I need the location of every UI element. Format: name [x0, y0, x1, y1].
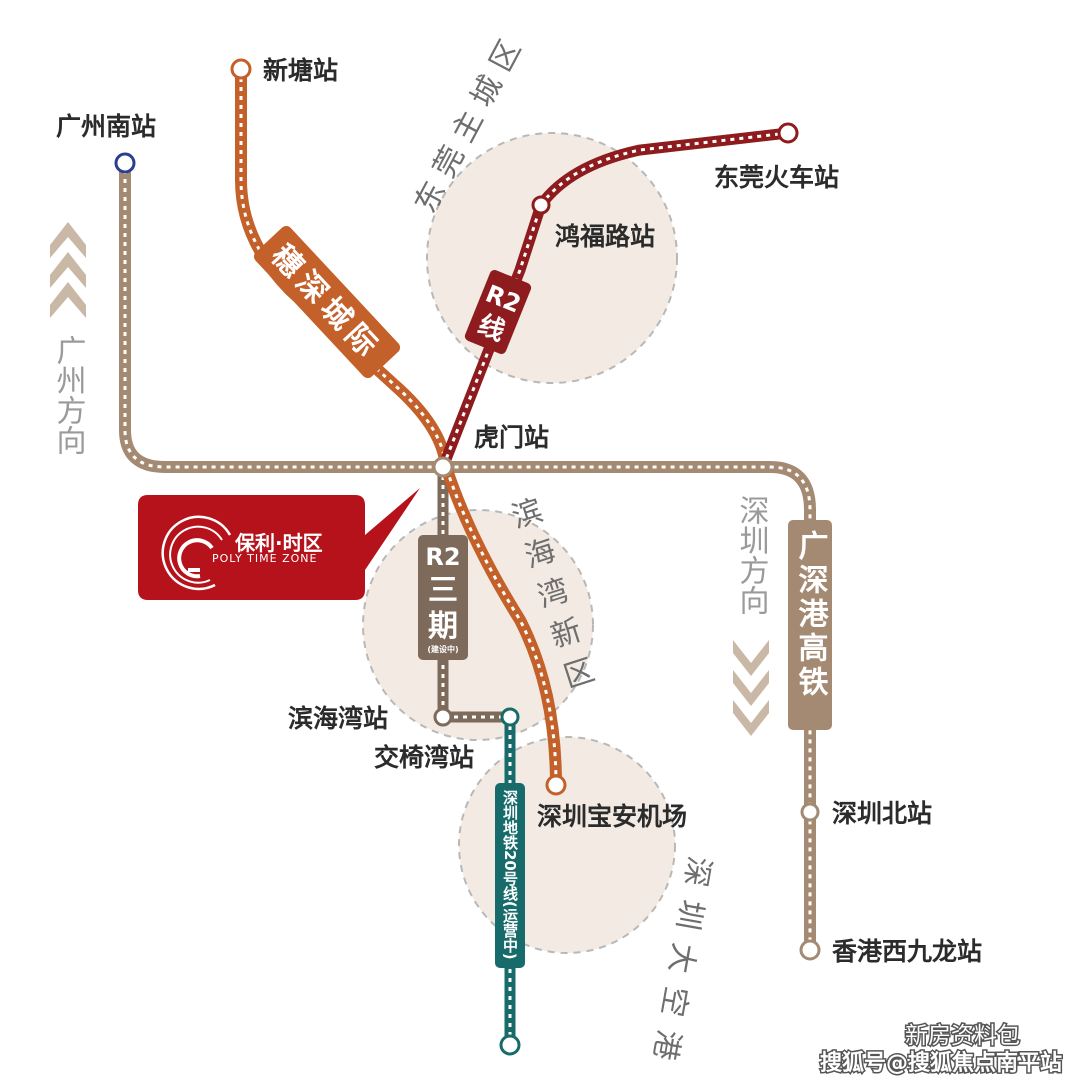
label-shenzhen-north: 深圳北站 [832, 799, 932, 828]
label-line20: 深圳地铁20号线(运营中) [495, 783, 525, 968]
line-gaotie [119, 170, 816, 950]
svg-text:(建设中): (建设中) [427, 644, 458, 654]
chevrons-up-icon [50, 222, 86, 318]
station-shenzhen-north[interactable] [800, 802, 820, 822]
station-guangzhou-south[interactable] [114, 152, 136, 174]
svg-text:深圳地铁20号线(运营中): 深圳地铁20号线(运营中) [501, 789, 519, 959]
label-dongguan: 东莞火车站 [714, 163, 839, 192]
label-r2-line: R2 线 [464, 270, 532, 354]
station-hongfu[interactable] [531, 195, 551, 215]
station-jiaoyiwan[interactable] [500, 707, 520, 727]
chevrons-down-icon [733, 640, 769, 736]
area-shenzhen-airport [458, 736, 676, 954]
svg-text:期: 期 [428, 609, 458, 644]
station-hk-west-kowloon[interactable] [799, 939, 821, 961]
svg-text:穗深城际: 穗深城际 [264, 238, 388, 367]
station-binhaiwan[interactable] [433, 707, 453, 727]
label-hk-west-kowloon: 香港西九龙站 [832, 937, 982, 966]
svg-text:R2: R2 [425, 543, 460, 571]
label-jiaoyiwan: 交椅湾站 [374, 743, 474, 772]
label-airport: 深圳宝安机场 [537, 802, 687, 831]
brand-logo-icon [161, 515, 232, 591]
station-dongguan[interactable] [777, 122, 799, 144]
label-r2-phase3: R2 三 期 (建设中) [418, 535, 468, 660]
brand-callout: 保利·时区 POLY TIME ZONE [138, 488, 420, 600]
label-hongfu: 鸿福路站 [555, 222, 655, 251]
direction-shenzhen: 深圳方向 [734, 495, 769, 615]
station-line20-end[interactable] [499, 1034, 521, 1056]
svg-text:三: 三 [428, 573, 458, 608]
label-humen: 虎门站 [474, 423, 549, 452]
label-intercity: 穗深城际 [253, 225, 401, 379]
direction-guangzhou: 广州方向 [51, 335, 87, 455]
station-xintang[interactable] [230, 58, 252, 80]
label-guangzhou-south: 广州南站 [56, 112, 156, 141]
brand-name-en: POLY TIME ZONE [212, 552, 317, 565]
watermark-line2: 搜狐号@搜狐焦点南平站 [820, 1050, 1062, 1076]
watermark-line1: 新房资料包 [905, 1023, 1020, 1049]
station-humen[interactable] [432, 456, 454, 478]
brand-name-cn: 保利·时区 [234, 531, 323, 555]
station-airport[interactable] [545, 774, 567, 796]
label-binhaiwan: 滨海湾站 [288, 704, 388, 733]
svg-text:广深港高铁: 广深港高铁 [793, 530, 829, 700]
label-xintang: 新塘站 [263, 56, 338, 85]
label-gaotie: 广深港高铁 [788, 520, 832, 730]
